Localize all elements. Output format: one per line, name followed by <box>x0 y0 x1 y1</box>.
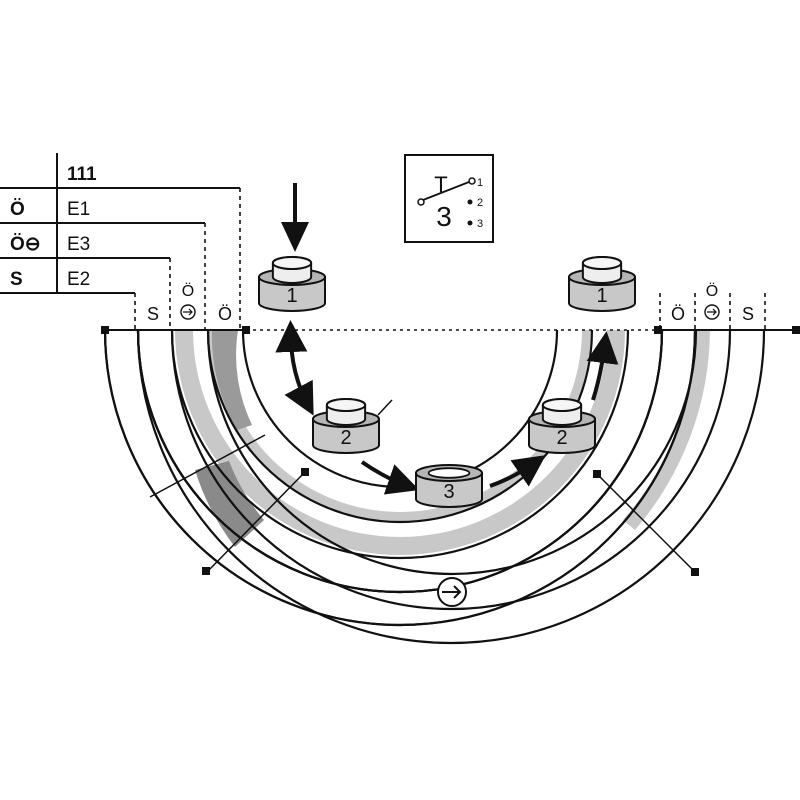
puck-pos-2-right: 2 <box>528 398 596 454</box>
zone-left-s: S <box>147 304 159 324</box>
flow-arrows <box>275 320 619 495</box>
zone-right-s: S <box>742 304 754 324</box>
table: 111 Ö E1 Ö⊖ E3 S E2 <box>10 164 97 290</box>
band-left-inner <box>211 330 252 430</box>
outer-rings <box>103 329 697 627</box>
position-pucks: 1 2 3 2 1 <box>258 256 636 508</box>
table-header: 111 <box>67 164 97 185</box>
table-lines <box>0 153 240 294</box>
table-row-3-code: E2 <box>67 269 90 290</box>
band-left-dark <box>195 461 264 547</box>
zone-right-o-top: Ö <box>706 282 718 300</box>
puck-pos-2-left: 2 <box>312 398 380 454</box>
table-row-3-symbol: S <box>10 269 23 290</box>
baseline-ends <box>101 326 800 334</box>
contact-2: 2 <box>477 197 483 209</box>
zone-right-o: Ö <box>671 304 685 324</box>
arrow-right-icon <box>707 308 717 316</box>
zone-left-o-top: Ö <box>182 282 194 300</box>
rings-outer <box>136 329 766 645</box>
insert-arrow-icon <box>281 183 309 252</box>
contact-3: 3 <box>477 218 483 230</box>
puck-label: 2 <box>340 427 351 449</box>
zone-left-o: Ö <box>218 304 232 324</box>
diagonal-ends <box>202 468 699 576</box>
switch-symbol: T 1 2 3 3 <box>404 154 494 243</box>
table-row-1-code: E1 <box>67 199 90 220</box>
contact-1: 1 <box>477 177 483 189</box>
table-row-2-code: E3 <box>67 234 90 255</box>
puck-label: 1 <box>596 285 607 307</box>
arrow-right-icon <box>183 308 193 316</box>
band-right <box>623 330 710 530</box>
ring-bands <box>175 330 710 555</box>
table-row-2-symbol: Ö⊖ <box>10 234 41 255</box>
table-row-1-symbol: Ö <box>10 199 25 220</box>
bottom-direction-icon <box>437 577 467 607</box>
puck-label: 2 <box>556 427 567 449</box>
puck-pos-1-left: 1 <box>258 256 326 312</box>
switch-symbol-big: 3 <box>436 201 452 232</box>
zone-labels: S Ö Ö Ö Ö S <box>147 282 754 324</box>
direction-icon <box>704 304 720 320</box>
direction-icon <box>180 304 196 320</box>
puck-pos-3-bottom: 3 <box>415 464 483 508</box>
table-leaders <box>134 188 766 330</box>
puck-label: 3 <box>443 481 454 503</box>
puck-label: 1 <box>286 285 297 307</box>
puck-pos-1-right: 1 <box>568 256 636 312</box>
diagonals <box>149 399 696 573</box>
